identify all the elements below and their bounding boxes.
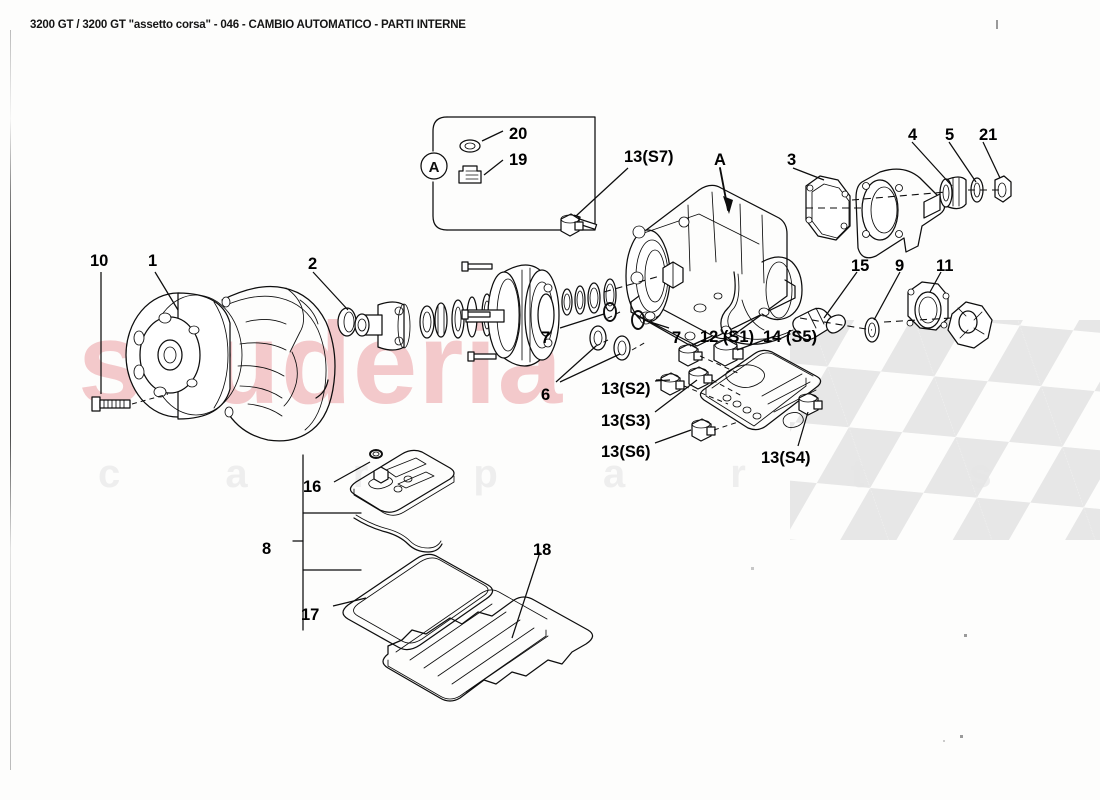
input-shaft-seal	[337, 307, 357, 337]
callout-5[interactable]: 5	[945, 126, 955, 144]
scan-speck	[751, 567, 754, 570]
callout-2[interactable]: 2	[308, 255, 318, 273]
callout-21[interactable]: 21	[979, 126, 998, 144]
bell-housing	[221, 285, 336, 442]
install-line	[603, 311, 621, 321]
oil-pan	[382, 589, 594, 702]
scan-speck	[960, 735, 963, 738]
axis-line	[851, 191, 947, 201]
callout-18[interactable]: 18	[533, 541, 552, 559]
thrust-washers	[561, 278, 617, 316]
oil-filter	[349, 449, 455, 516]
callout-15[interactable]: 15	[851, 257, 870, 275]
torque-converter-assembly	[125, 292, 243, 420]
filter-bracket-rod	[353, 514, 443, 553]
leader-lines	[100, 141, 1001, 639]
callout-6[interactable]: 6	[541, 386, 551, 404]
svg-text:A: A	[429, 159, 440, 176]
callout-3[interactable]: 3	[787, 151, 797, 169]
callout-16[interactable]: 16	[303, 478, 322, 496]
page-border-edge	[10, 30, 11, 770]
extension-housing	[855, 168, 946, 259]
install-line	[711, 379, 743, 397]
axis-line	[603, 275, 661, 293]
callout-4[interactable]: 4	[908, 126, 918, 144]
callout-12-s1[interactable]: 12 (S1)	[700, 328, 755, 346]
callout-17[interactable]: 17	[301, 606, 320, 624]
scan-speck	[964, 634, 967, 637]
callout-1[interactable]: 1	[148, 252, 158, 270]
callout-11[interactable]: 11	[936, 257, 954, 275]
solenoid-s7	[560, 213, 584, 237]
scan-speck	[996, 20, 998, 29]
scan-speck	[943, 740, 945, 742]
callout-14-s5[interactable]: 14 (S5)	[763, 328, 818, 346]
callout-7-right[interactable]: 7	[672, 329, 682, 347]
o-rings-and-seals	[589, 302, 645, 361]
callout-9[interactable]: 9	[895, 257, 905, 275]
install-line	[631, 341, 647, 351]
callout-13-s7[interactable]: 13(S7)	[624, 148, 674, 166]
callout-7-left[interactable]: 7	[541, 329, 551, 347]
callout-13-s4[interactable]: 13(S4)	[761, 449, 811, 467]
group-bracket-8	[292, 454, 362, 631]
callout-20[interactable]: 20	[509, 125, 528, 143]
axis-line	[799, 317, 873, 331]
callout-a[interactable]: A	[714, 151, 726, 169]
callout-13-s6[interactable]: 13(S6)	[601, 443, 651, 461]
install-line	[591, 339, 609, 349]
install-line	[647, 313, 663, 323]
callout-10[interactable]: 10	[90, 252, 109, 270]
oil-pump-drum	[465, 264, 560, 367]
install-line	[699, 355, 741, 375]
speedometer-flange	[906, 281, 950, 331]
rear-gasket	[805, 175, 851, 241]
page-title: 3200 GT / 3200 GT "assetto corsa" - 046 …	[30, 19, 466, 31]
converter-bolt	[91, 393, 169, 412]
install-line	[713, 421, 739, 431]
callout-19[interactable]: 19	[509, 151, 528, 169]
valve-body-solenoids	[660, 338, 823, 442]
detail-box-a: A	[420, 116, 596, 231]
speedo-drive-gear	[947, 301, 993, 349]
callout-13-s2[interactable]: 13(S2)	[601, 380, 651, 398]
input-shaft-hub	[354, 301, 411, 351]
oil-pan-gasket	[342, 553, 494, 651]
gearbox-case	[625, 184, 803, 347]
valve-body	[699, 349, 822, 431]
install-line	[683, 385, 729, 405]
callout-13-s3[interactable]: 13(S3)	[601, 412, 651, 430]
callout-8[interactable]: 8	[262, 540, 272, 558]
